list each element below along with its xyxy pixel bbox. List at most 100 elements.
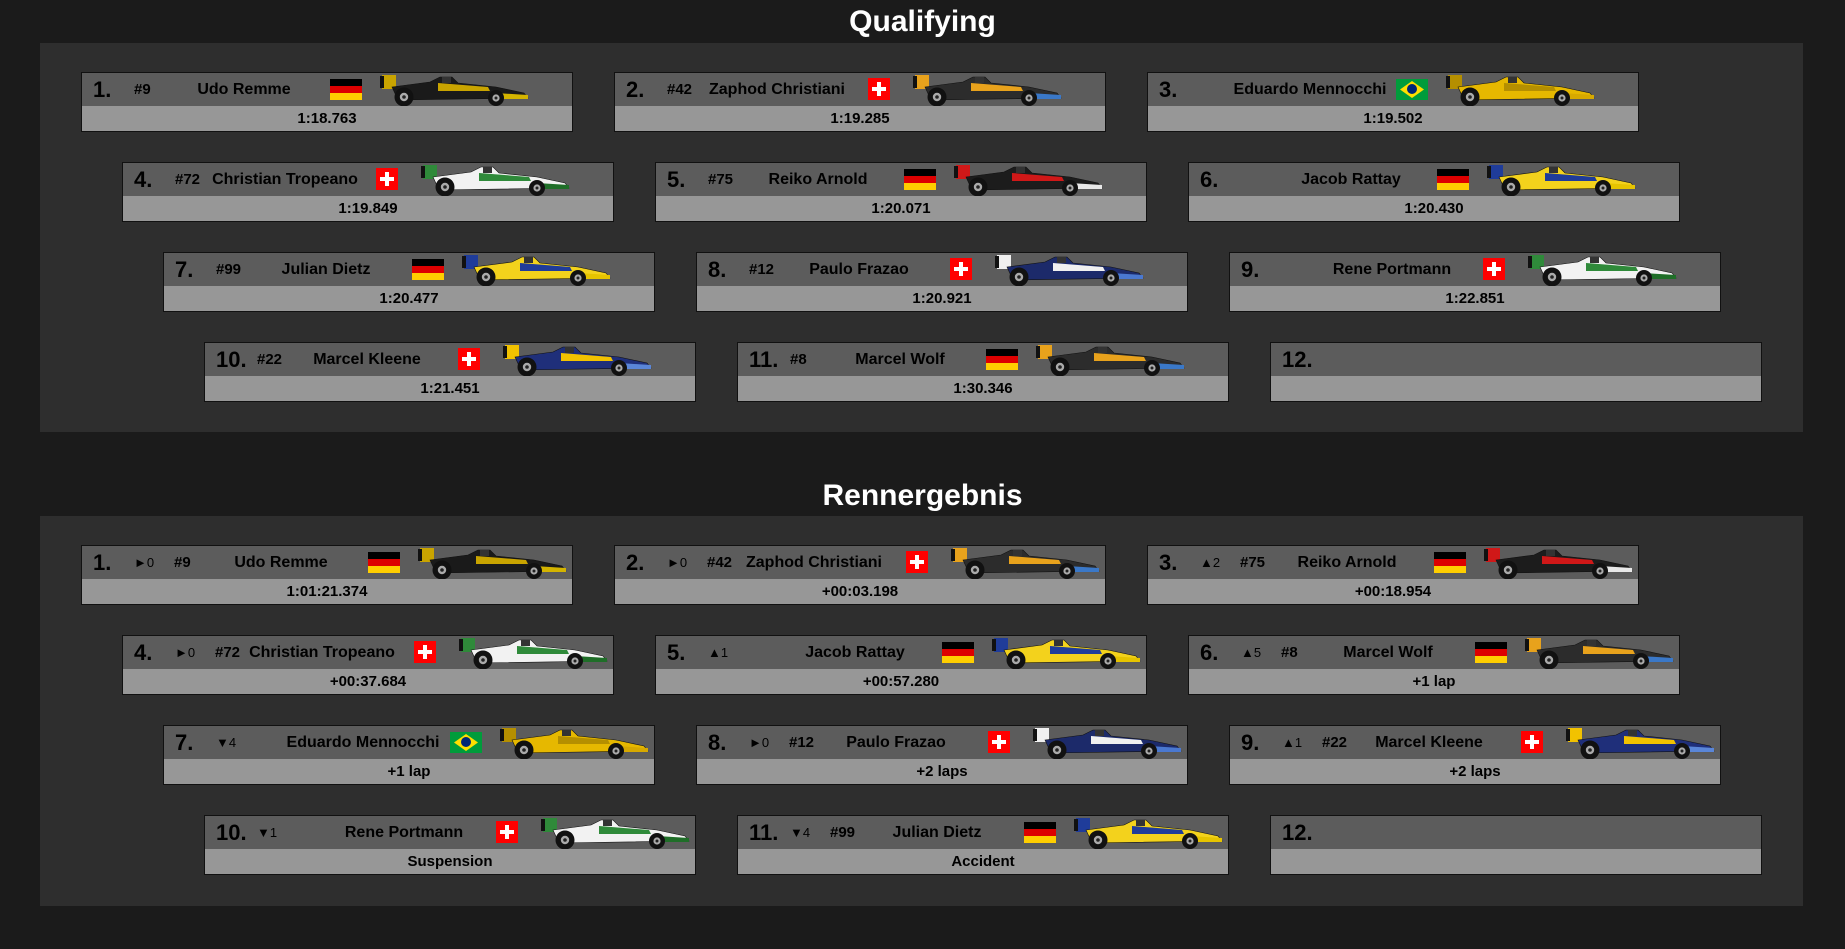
result-time: +1 lap — [164, 759, 654, 784]
car-number: #42 — [667, 81, 693, 98]
germany-flag-icon — [1437, 169, 1469, 190]
race-car-icon — [1564, 726, 1716, 760]
position-label: 6. — [1200, 167, 1219, 192]
position-label: 6. — [1200, 640, 1219, 665]
car-number: #12 — [749, 261, 775, 278]
position-label: 7. — [175, 257, 194, 282]
result-time: +00:37.684 — [123, 669, 613, 694]
result-time: 1:20.430 — [1189, 196, 1679, 221]
car-number: #12 — [789, 734, 815, 751]
car-number: #9 — [174, 554, 191, 571]
race-car-icon — [378, 73, 530, 107]
result-time: +00:03.198 — [615, 579, 1105, 604]
result-time: +2 laps — [697, 759, 1187, 784]
race-car-icon — [1444, 73, 1596, 107]
driver-name: Rene Portmann — [1332, 261, 1452, 278]
qualifying-title: Qualifying — [849, 5, 996, 38]
germany-flag-icon — [1434, 552, 1466, 573]
position-label: 8. — [708, 257, 727, 282]
position-label: 4. — [134, 640, 153, 665]
race-entry-12: 12. — [1270, 815, 1762, 875]
result-time: 1:19.502 — [1148, 106, 1638, 131]
race-car-icon — [990, 636, 1142, 670]
position-change-indicator: ▲5 — [1241, 645, 1262, 660]
position-change-indicator: ▲2 — [1200, 555, 1221, 570]
driver-name: Julian Dietz — [892, 824, 982, 841]
driver-name: Christian Tropeano — [249, 644, 395, 661]
switzerland-flag-icon — [414, 641, 436, 663]
race-car-icon — [501, 343, 653, 377]
car-number: #22 — [1322, 734, 1348, 751]
result-time — [1271, 376, 1761, 401]
car-number: #8 — [1281, 644, 1298, 661]
result-time: 1:21.451 — [205, 376, 695, 401]
position-change-indicator: ►0 — [134, 555, 155, 570]
car-number: #8 — [790, 351, 807, 368]
result-time: 1:20.921 — [697, 286, 1187, 311]
car-number: #75 — [708, 171, 734, 188]
switzerland-flag-icon — [376, 168, 398, 190]
qualifying-entry-12: 12. — [1270, 342, 1762, 402]
position-change-indicator: ►0 — [667, 555, 688, 570]
driver-name: Reiko Arnold — [768, 171, 868, 188]
position-change-indicator: ►0 — [749, 735, 770, 750]
car-number: #72 — [215, 644, 241, 661]
germany-flag-icon — [942, 642, 974, 663]
driver-name: Eduardo Mennocchi — [1233, 81, 1387, 98]
switzerland-flag-icon — [868, 78, 890, 100]
driver-name: Zaphod Christiani — [746, 554, 882, 571]
entry-header — [1271, 816, 1761, 849]
result-time: 1:30.346 — [738, 376, 1228, 401]
position-label: 12. — [1282, 820, 1313, 845]
race-car-icon — [952, 163, 1104, 197]
race-car-icon — [1034, 343, 1186, 377]
position-change-indicator: ▼1 — [257, 825, 278, 840]
switzerland-flag-icon — [496, 821, 518, 843]
car-number: #9 — [134, 81, 151, 98]
driver-name: Udo Remme — [234, 554, 328, 571]
result-time: Accident — [738, 849, 1228, 874]
qualifying-entry-6: 6.Jacob Rattay 1:20.430 — [1188, 162, 1680, 222]
driver-name: Paulo Frazao — [846, 734, 946, 751]
car-number: #72 — [175, 171, 201, 188]
race-car-icon — [416, 546, 568, 580]
germany-flag-icon — [1024, 822, 1056, 843]
result-time: +1 lap — [1189, 669, 1679, 694]
result-time: Suspension — [205, 849, 695, 874]
driver-name: Eduardo Mennocchi — [286, 734, 440, 751]
race-car-icon — [949, 546, 1101, 580]
position-label: 1. — [93, 550, 112, 575]
brazil-flag-icon — [450, 732, 482, 753]
result-time: 1:18.763 — [82, 106, 572, 131]
position-label: 12. — [1282, 347, 1313, 372]
result-time — [1271, 849, 1761, 874]
driver-name: Marcel Kleene — [313, 351, 421, 368]
driver-name: Udo Remme — [197, 81, 291, 98]
position-label: 5. — [667, 167, 686, 192]
race-car-icon — [1523, 636, 1675, 670]
germany-flag-icon — [986, 349, 1018, 370]
result-time: +2 laps — [1230, 759, 1720, 784]
result-time: 1:01:21.374 — [82, 579, 572, 604]
car-number: #99 — [216, 261, 242, 278]
qualifying-entry-3: 3.Eduardo Mennocchi 1:19.502 — [1147, 72, 1639, 132]
result-time: +00:57.280 — [656, 669, 1146, 694]
race-entry-1: 1. ►0 #9 Udo Remme 1:01:21.374 — [81, 545, 573, 605]
race-car-icon — [1485, 163, 1637, 197]
